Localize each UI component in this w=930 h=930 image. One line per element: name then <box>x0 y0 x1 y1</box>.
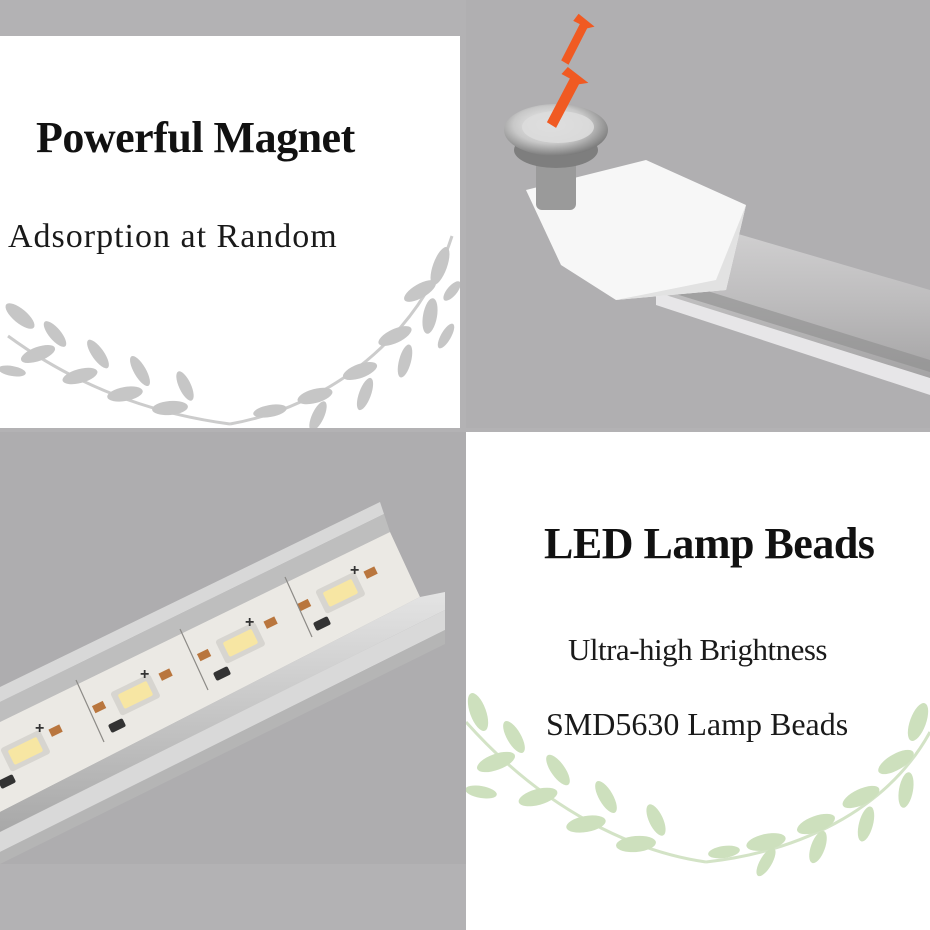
led-title: LED Lamp Beads <box>544 519 875 568</box>
led-strip-illustration <box>0 502 445 864</box>
magnet-text-panel: Powerful Magnet Adsorption at Random <box>0 36 460 428</box>
led-text-panel: LED Lamp Beads Ultra-high Brightness SMD… <box>466 432 930 930</box>
magnet-illustration <box>504 13 930 395</box>
polarity-mark: + <box>350 562 360 579</box>
magnet-title: Powerful Magnet <box>36 113 355 162</box>
polarity-mark: + <box>35 720 45 737</box>
led-strip-photo: + + + + <box>0 432 466 864</box>
led-feature-smd: SMD5630 Lamp Beads <box>546 706 849 742</box>
led-feature-brightness: Ultra-high Brightness <box>568 632 828 667</box>
magnet-subtitle: Adsorption at Random <box>8 218 338 255</box>
lift-arrow-icon <box>546 13 595 128</box>
grey-laurel-decoration <box>0 235 460 428</box>
polarity-mark: + <box>140 666 150 683</box>
polarity-mark: + <box>245 614 255 631</box>
green-laurel-decoration <box>466 693 930 877</box>
magnet-mount-photo <box>466 0 930 428</box>
